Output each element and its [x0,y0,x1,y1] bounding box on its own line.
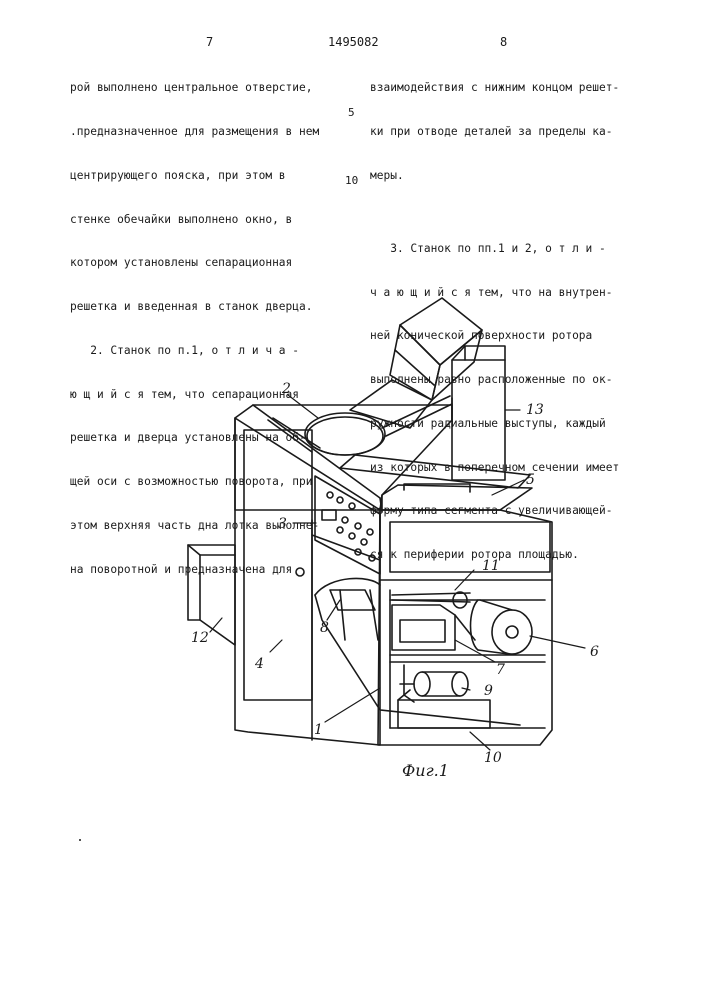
label-2: 2 [281,381,291,397]
cabinet-front [235,418,380,745]
label-7: 7 [496,662,505,678]
door-handle [296,568,304,576]
label-5: 5 [526,472,535,488]
drive-11 [392,593,475,650]
vertical-unit-13 [452,346,505,480]
figure-caption: Фиг.1 [402,761,449,780]
motor-9 [400,665,468,702]
label-10: 10 [484,750,502,766]
label-12: 12 [191,630,209,646]
stray-mark [79,839,81,841]
label-3: 3 [278,516,287,532]
hopper-drawing [350,298,482,436]
cover-5 [382,484,532,510]
label-6: 6 [590,644,599,660]
label-11: 11 [482,558,500,574]
label-8: 8 [320,620,329,636]
label-4: 4 [254,656,264,672]
label-13: 13 [526,402,544,418]
label-9: 9 [484,683,493,699]
label-1: 1 [314,722,323,738]
